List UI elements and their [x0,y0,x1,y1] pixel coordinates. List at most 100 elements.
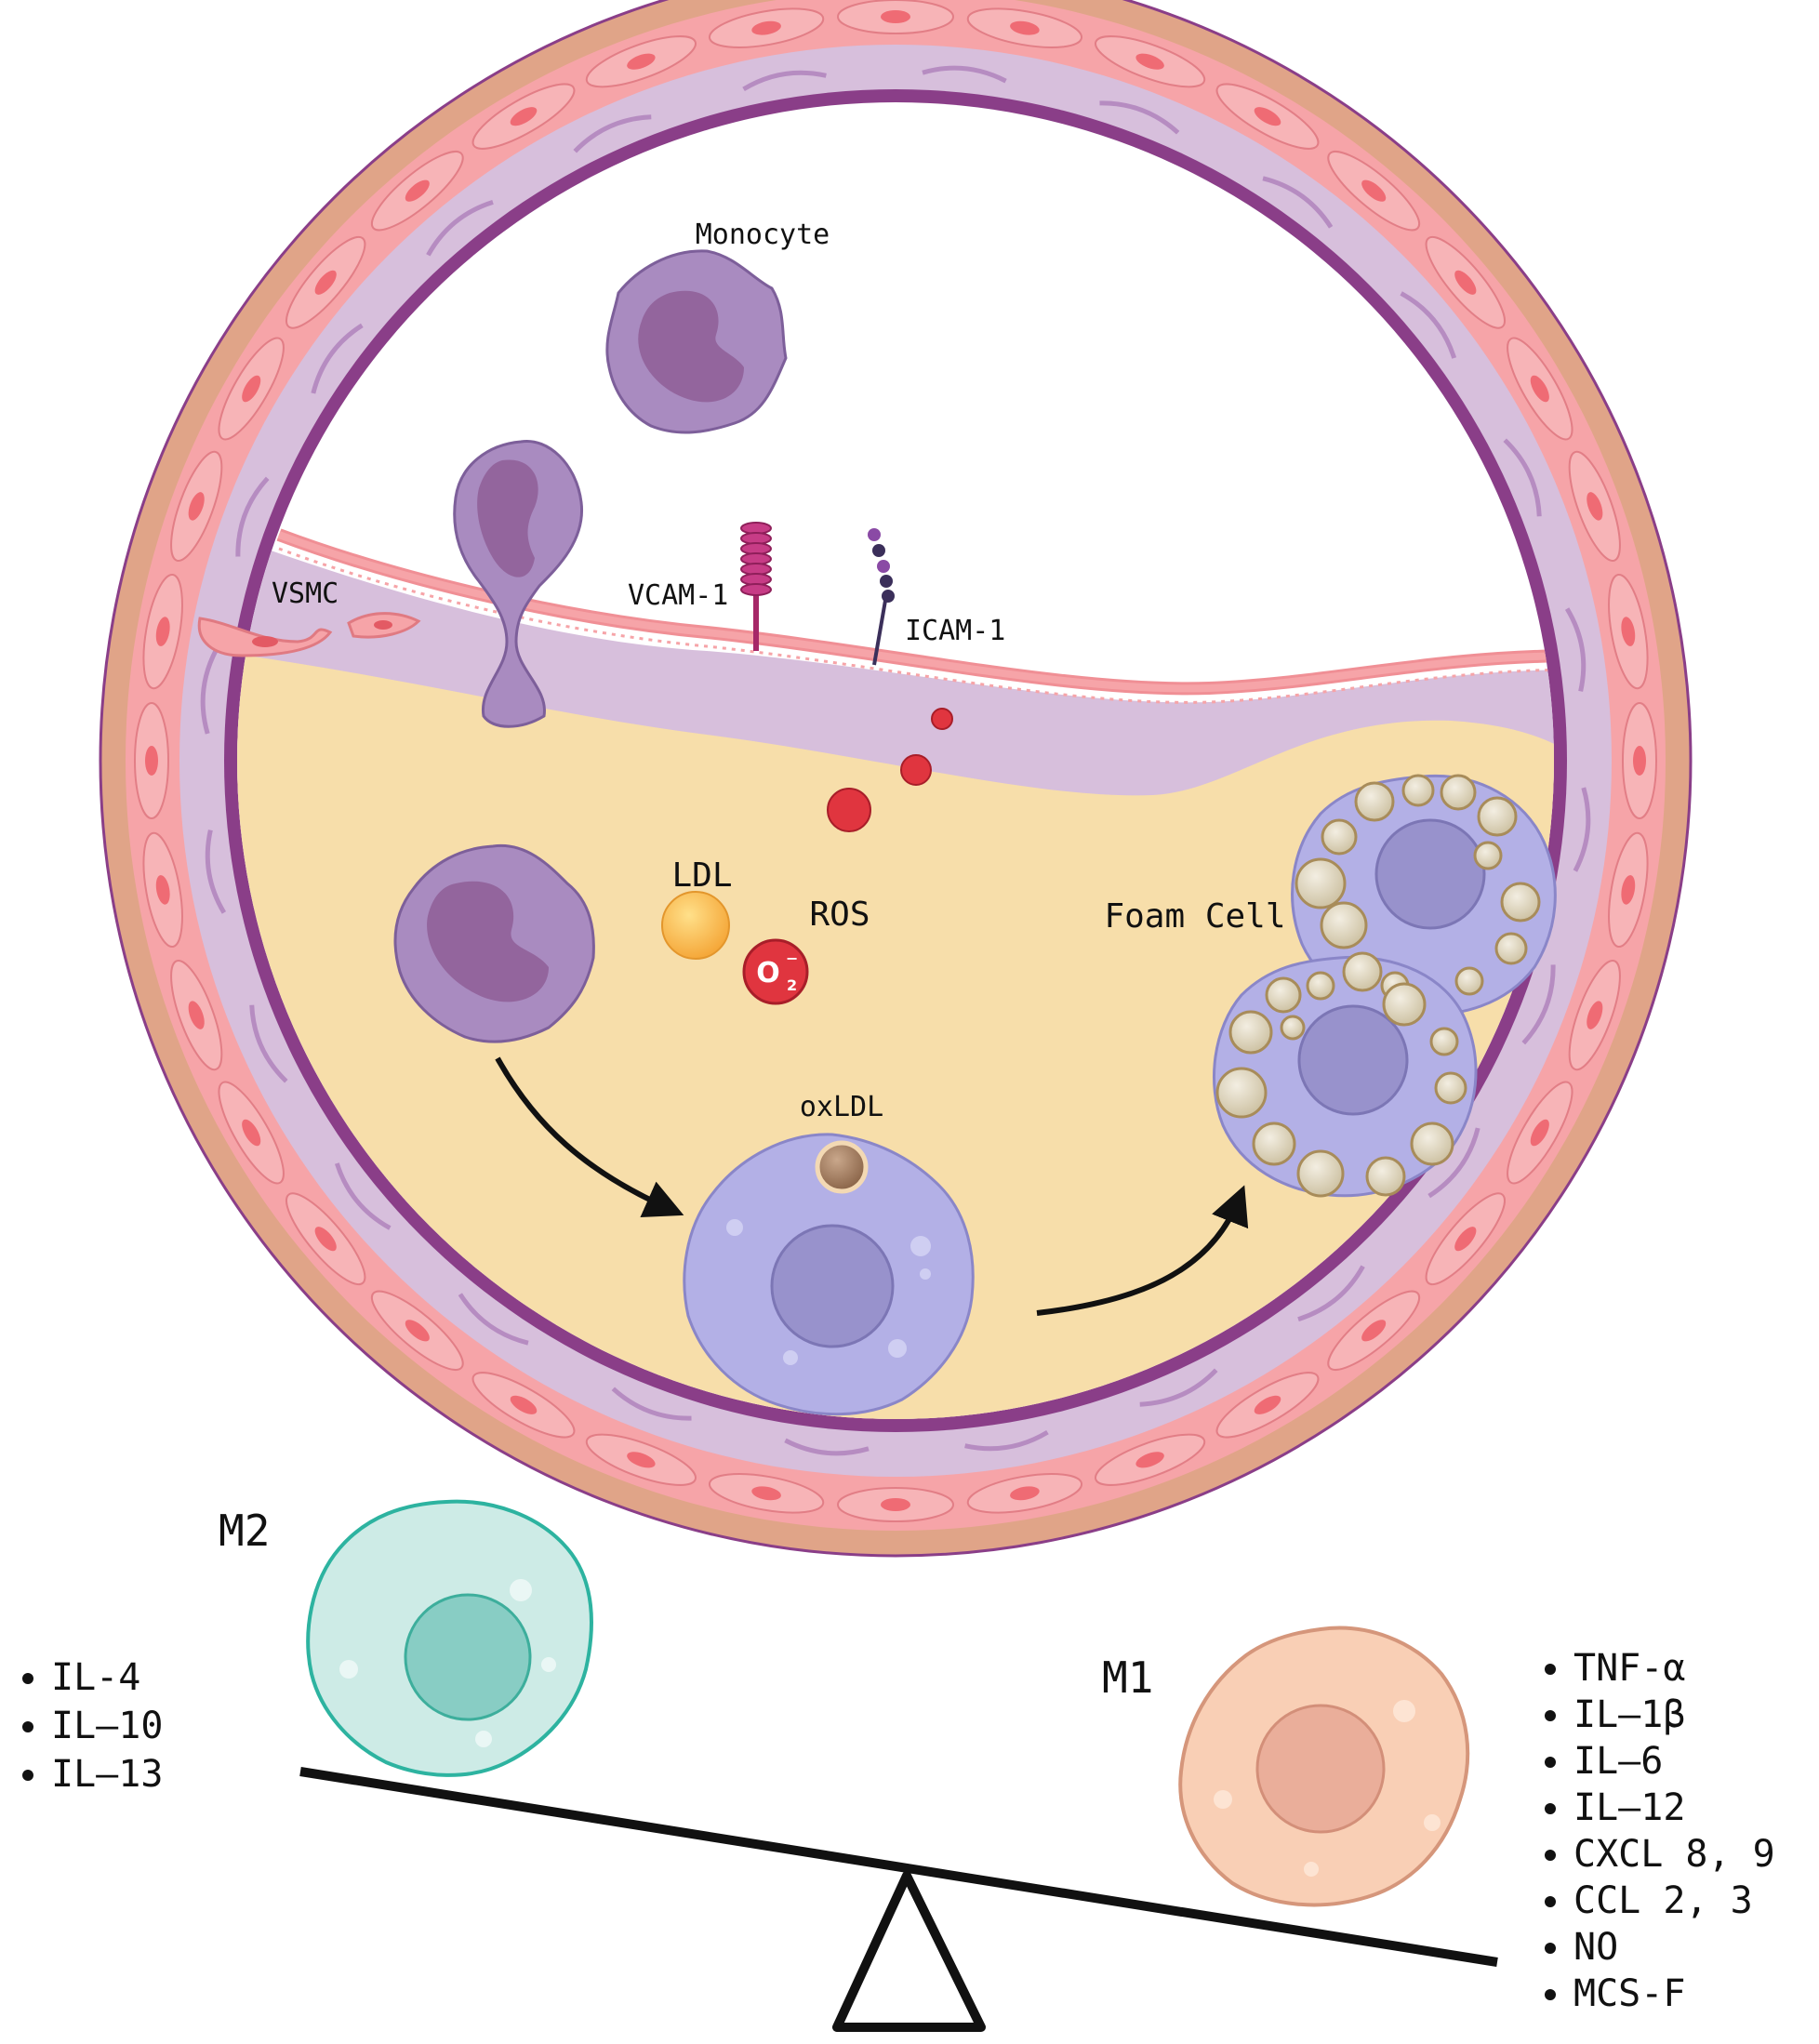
bullet-icon [1545,1989,1556,2000]
bullet-icon [1545,1803,1556,1814]
wall-cell [1095,35,1206,88]
label-oxldl: oxLDL [800,1091,883,1123]
lipid-droplet [1296,1149,1345,1198]
lipid-droplet [1434,1071,1467,1105]
wall-cell [134,702,169,819]
wall-cell [218,337,285,441]
macrophage-cell [683,1133,975,1416]
lipid-droplet [1494,932,1528,965]
ldl-particle [661,891,730,960]
vcam-receptor [740,522,772,651]
lipid-droplet [1215,1067,1268,1119]
vcam-domain [740,583,772,596]
marker-item: CXCL 8, 9 [1573,1833,1775,1876]
monocyte-in-plaque [393,843,595,1043]
media-fiber [1099,100,1180,135]
bullet-icon [22,1673,33,1684]
bullet-icon [1545,1757,1556,1768]
bullet-icon [1545,1664,1556,1675]
media-fiber [1400,291,1457,359]
bullet-icon [22,1721,33,1732]
m2-macrophage [306,1499,593,1777]
wall-cell [966,7,1083,48]
marker-item: IL–1β [1573,1693,1685,1736]
icam-receptor [868,528,895,666]
wall-cell [1215,83,1320,150]
wall-cell [585,35,697,88]
media-fiber [1503,438,1542,517]
media-fiber [1521,964,1556,1045]
media-fiber [235,476,270,557]
media-fiber [1262,176,1334,229]
marker-item: IL–10 [51,1705,163,1747]
wall-cell [1425,1192,1506,1286]
media-fiber [742,70,827,92]
media-fiber [784,1438,870,1456]
lipid-droplet [1401,774,1435,807]
wall-cell [708,1473,825,1514]
lipid-droplet [1265,976,1302,1014]
lipid-droplet [1306,971,1335,1001]
bullet-icon [1545,1710,1556,1721]
wall-cell [1095,1433,1206,1486]
lipid-droplet [1473,841,1503,870]
lipid-droplet [1354,781,1395,822]
media-fiber [573,114,652,153]
wall-cell [1215,1372,1320,1439]
marker-item: IL–6 [1573,1740,1663,1783]
wall-cell [285,235,366,329]
wall-cell [1507,337,1573,441]
lipid-droplet [1477,796,1518,837]
marker-item: IL–13 [51,1753,163,1796]
media-fiber [1573,787,1591,872]
wall-cell [285,1192,366,1286]
wall-cell [471,83,576,150]
lipid-droplet [1410,1122,1454,1166]
wall-cell [370,151,464,232]
media-fiber [249,1004,288,1083]
ros-superscript: − [786,949,798,967]
wall-cell [1608,573,1649,690]
label-ldl: LDL [671,856,732,895]
label-m1: M1 [1102,1652,1153,1703]
marker-item: CCL 2, 3 [1573,1879,1753,1922]
wall-cell [218,1081,285,1185]
arrow-monocyte-to-macrophage [495,1056,684,1217]
media-fiber [1564,607,1587,692]
ros-superoxide-icon [827,788,871,832]
wall-cell [1425,235,1506,329]
lipid-droplet [1500,882,1541,922]
label-m2: M2 [219,1506,270,1556]
wall-cell [170,960,223,1071]
media-fiber [458,1293,529,1346]
media-fiber [334,1162,392,1230]
bullet-icon [1545,1896,1556,1907]
ros-particles: O 2 − [742,708,953,1005]
label-foam-cell: Foam Cell [1104,897,1285,936]
ros-superoxide-icon [931,708,953,730]
bullet-icon [22,1770,33,1781]
media-fiber [1427,1127,1480,1199]
monocyte-cell [605,249,788,434]
lipid-droplet [1320,901,1368,949]
lipid-droplet [1429,1027,1459,1056]
m1-macrophage [1178,1626,1470,1907]
media-fiber [611,1387,692,1421]
marker-item: TNF-α [1573,1647,1685,1690]
lipid-droplets [1215,774,1541,1198]
wall-cell [1568,960,1621,1071]
label-ros: ROS [809,896,870,934]
wall-smooth-muscle-cells [134,0,1657,1522]
wall-cell [585,1433,697,1486]
lipid-droplet [1228,1010,1273,1055]
lipid-droplet [1365,1156,1406,1197]
wall-cell [1507,1081,1573,1185]
lipid-droplet [1252,1122,1296,1166]
bullet-icon [1545,1850,1556,1861]
wall-cell [837,0,954,34]
ros-superoxide-icon: O 2 − [742,938,809,1005]
wall-cell [1327,151,1421,232]
